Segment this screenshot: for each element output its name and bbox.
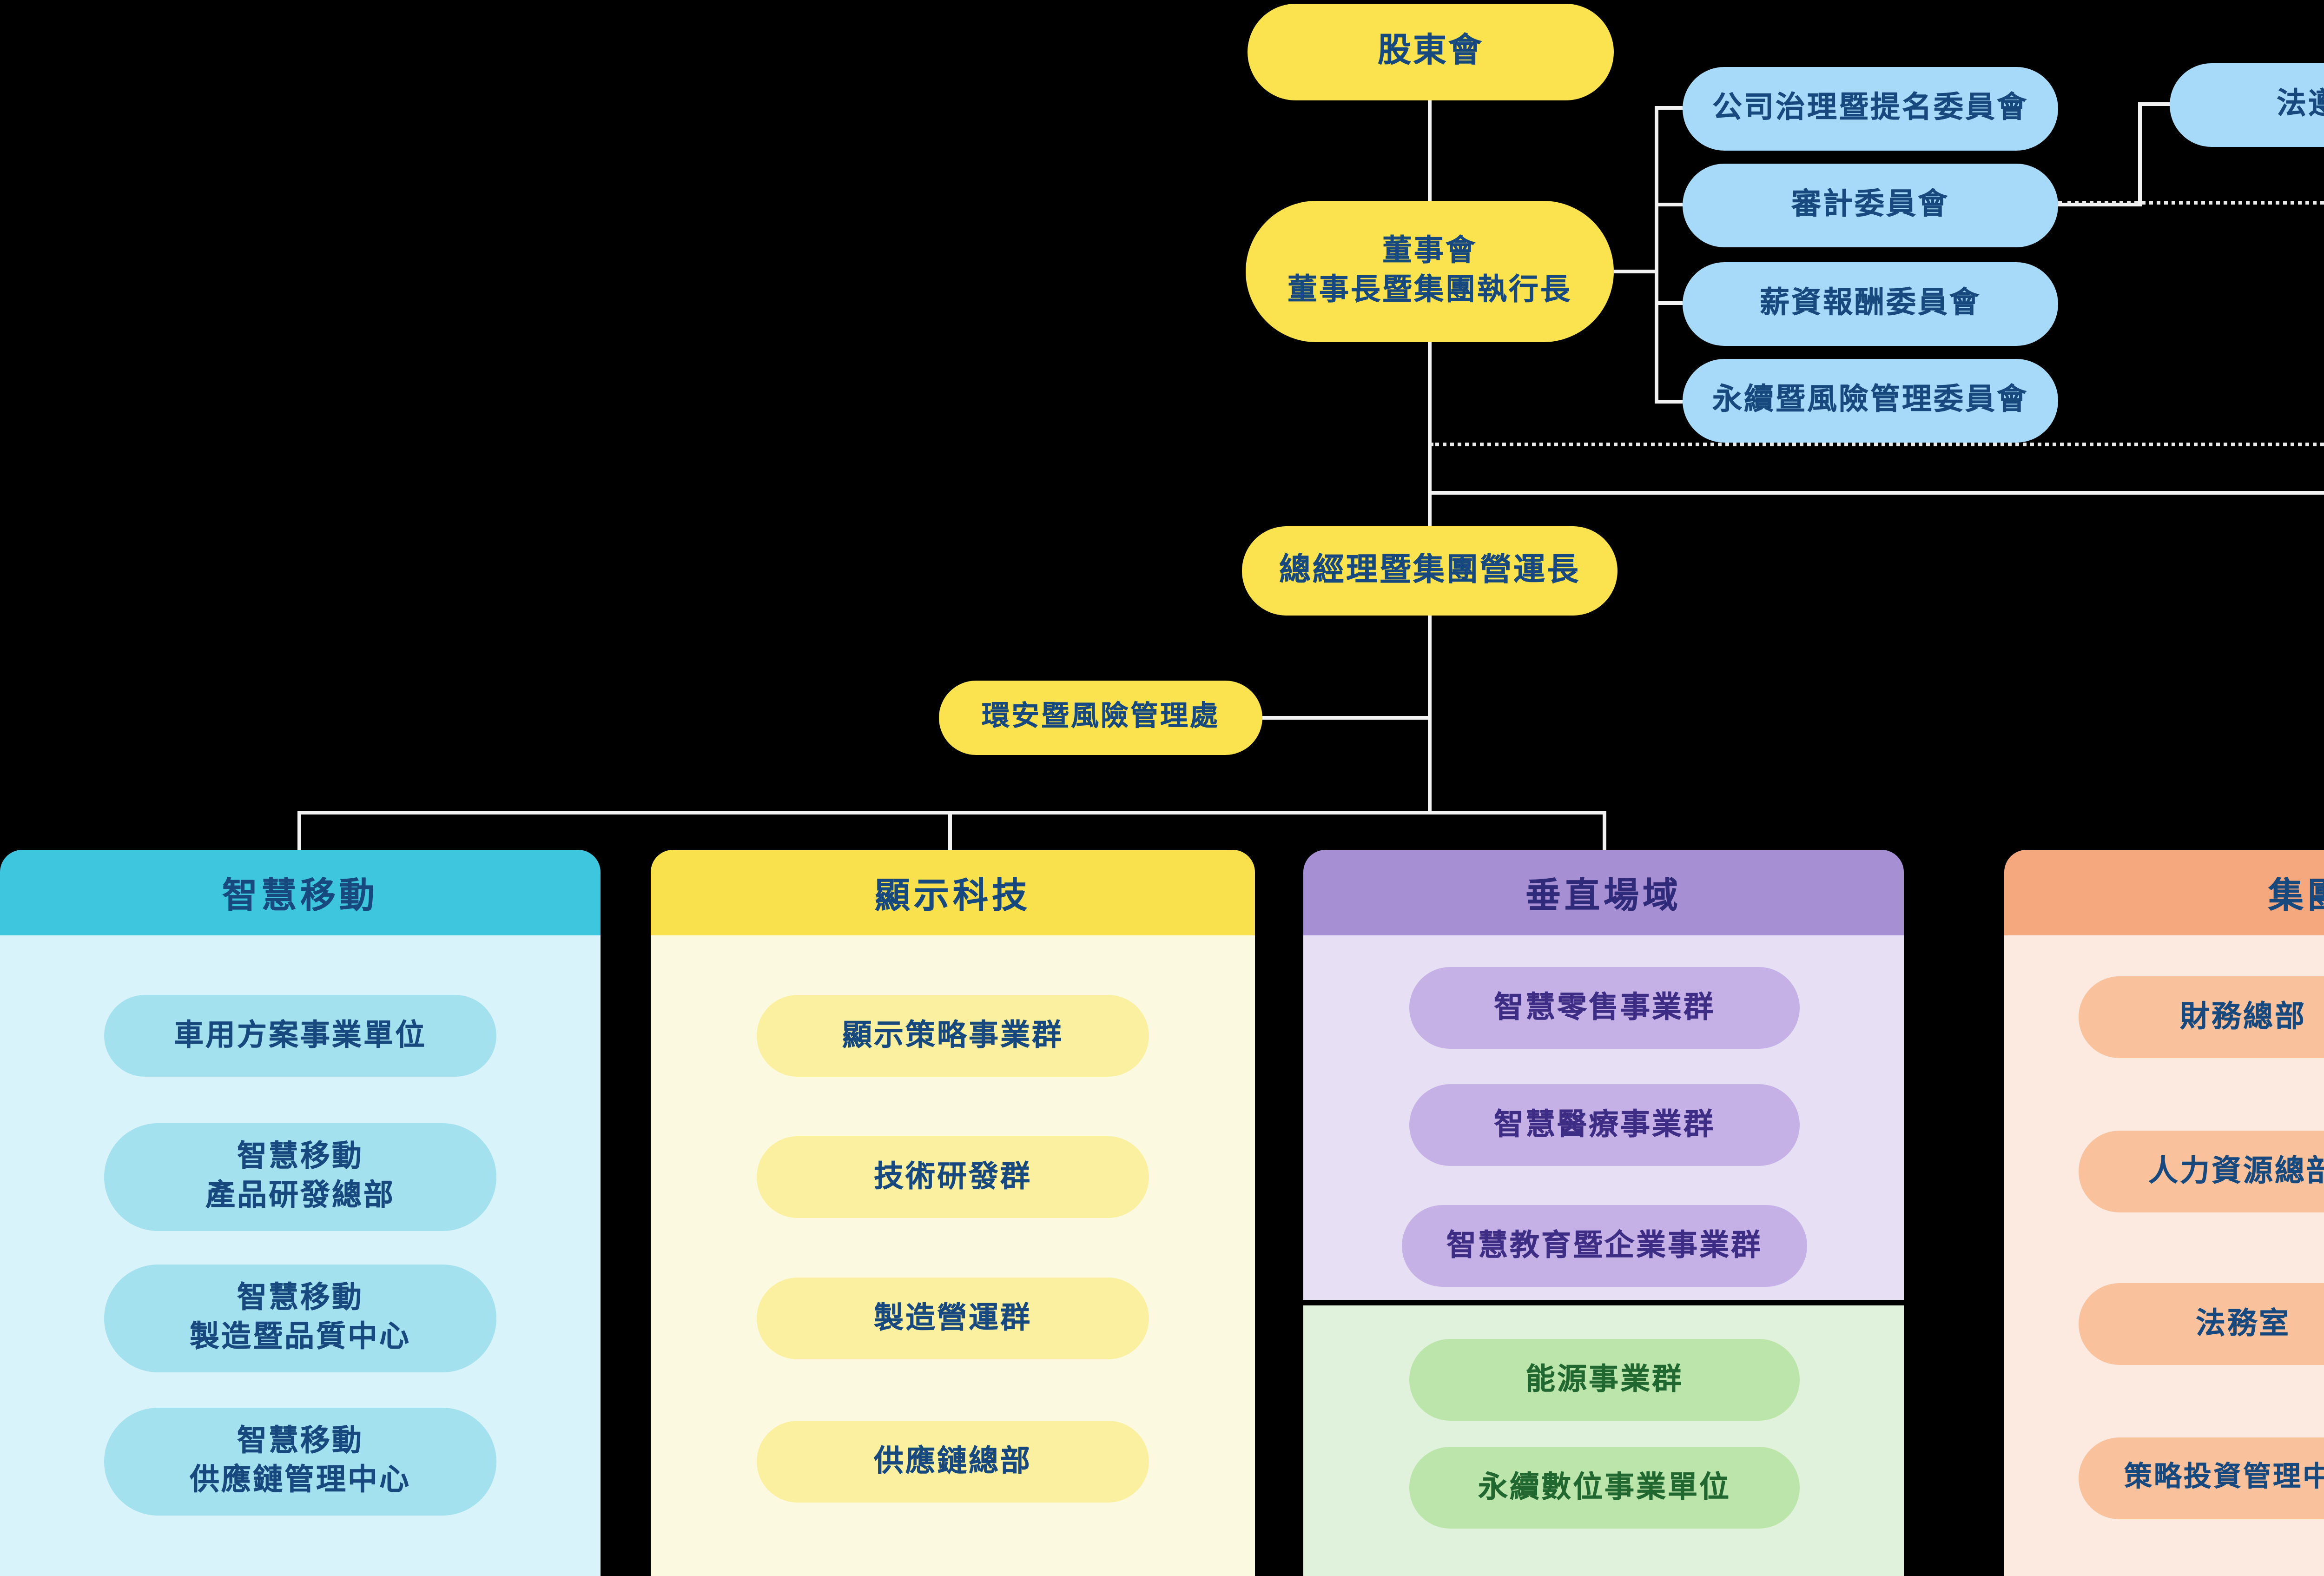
unit-strategic-investment: 策略投資管理中心 [2079, 1437, 2324, 1519]
node-shareholders-meeting: 股東會 [1248, 4, 1614, 100]
unit-mobility-product-rd: 智慧移動 產品研發總部 [104, 1123, 496, 1231]
unit-supply-chain-hq: 供應鏈總部 [757, 1421, 1149, 1503]
connector-drop-display-tech [948, 811, 952, 850]
unit-display-strategy: 顯示策略事業群 [757, 995, 1149, 1077]
unit-tech-rd: 技術研發群 [757, 1136, 1149, 1218]
unit-label-line2: 產品研發總部 [205, 1177, 395, 1212]
node-label: 環安暨風險管理處 [981, 700, 1220, 733]
connector-ehs-to-main [1262, 716, 1428, 720]
unit-label-line1: 智慧移動 [237, 1279, 363, 1315]
unit-label: 智慧醫療事業群 [1493, 1106, 1715, 1141]
group-smart-mobility-header: 智慧移動 [0, 850, 601, 935]
connector-drop-smart-mobility [297, 811, 301, 850]
node-ehs-risk-management: 環安暨風險管理處 [939, 681, 1262, 755]
connector-committee-3-stub [1655, 301, 1683, 305]
committee-corporate-governance-nomination: 公司治理暨提名委員會 [1683, 67, 2058, 151]
node-label-line2: 董事長暨集團執行長 [1287, 271, 1572, 307]
committee-label: 審計委員會 [1791, 186, 1949, 222]
unit-automotive-solutions: 車用方案事業單位 [104, 995, 496, 1077]
connector-committee-2-stub [1655, 203, 1683, 206]
unit-label: 能源事業群 [1525, 1360, 1684, 1396]
group-vertical-domains: 垂直場域 智慧零售事業群 智慧醫療事業群 智慧教育暨企業事業群 能源事業群 永續… [1303, 850, 1904, 1576]
connector-committee-1-stub [1655, 106, 1683, 110]
node-board-of-directors: 董事會 董事長暨集團執行長 [1246, 201, 1614, 342]
unit-label: 人力資源總部 [2148, 1152, 2324, 1188]
unit-smart-medical: 智慧醫療事業群 [1409, 1084, 1800, 1166]
unit-smart-education-enterprise: 智慧教育暨企業事業群 [1402, 1205, 1807, 1287]
unit-label: 供應鏈總部 [873, 1442, 1032, 1478]
unit-label-line2: 製造暨品質中心 [189, 1318, 411, 1354]
dotted-compliance-to-main [1430, 443, 2324, 446]
connector-groups-branch [297, 811, 1606, 814]
group-operations-support: 集團營運支援單位 財務總部 數位技術發展總部 人力資源總部 永續發展總部 法務室… [2004, 850, 2324, 1576]
committee-audit: 審計委員會 [1683, 164, 2058, 247]
node-president-group-coo: 總經理暨集團營運長 [1242, 526, 1618, 616]
connector-audit-to-compliance-h [2058, 203, 2142, 206]
unit-mobility-supply-chain: 智慧移動 供應鏈管理中心 [104, 1408, 496, 1516]
group-vertical-domains-header: 垂直場域 [1303, 850, 1904, 935]
group-title: 集團營運支援單位 [2268, 875, 2324, 916]
connector-board-to-committees [1614, 270, 1657, 273]
connector-drop-vertical-domains [1603, 811, 1606, 850]
unit-label: 智慧零售事業群 [1493, 988, 1715, 1024]
unit-label: 技術研發群 [873, 1158, 1032, 1193]
group-smart-mobility: 智慧移動 車用方案事業單位 智慧移動 產品研發總部 智慧移動 製造暨品質中心 智… [0, 850, 601, 1576]
committee-sustainability-risk: 永續暨風險管理委員會 [1683, 359, 2058, 443]
unit-label-line2: 供應鏈管理中心 [189, 1462, 411, 1497]
node-label-line1: 董事會 [1382, 232, 1477, 268]
unit-label: 顯示策略事業群 [842, 1016, 1063, 1052]
group-title: 顯示科技 [874, 875, 1031, 916]
committee-label: 薪資報酬委員會 [1759, 285, 1981, 320]
unit-label: 智慧教育暨企業事業群 [1446, 1226, 1763, 1262]
connector-board-to-president [1428, 342, 1432, 526]
group-title: 智慧移動 [222, 875, 378, 916]
unit-label-line1: 車用方案事業單位 [173, 1016, 427, 1052]
connector-board-to-support-h [1430, 491, 2324, 495]
unit-manufacturing-ops: 製造營運群 [757, 1278, 1149, 1359]
unit-label: 永續數位事業單位 [1478, 1468, 1731, 1504]
connector-committee-4-stub [1655, 400, 1683, 404]
unit-hr-hq: 人力資源總部 [2079, 1131, 2324, 1212]
group-display-technology-header: 顯示科技 [651, 850, 1255, 935]
committee-compensation: 薪資報酬委員會 [1683, 262, 2058, 346]
unit-label-line1: 智慧移動 [237, 1423, 363, 1458]
connector-compliance-stub [2138, 102, 2170, 106]
unit-label: 財務總部 [2179, 998, 2306, 1033]
group-title: 垂直場域 [1525, 875, 1682, 916]
unit-label: 策略投資管理中心 [2124, 1460, 2324, 1494]
node-chief-compliance-counsel: 法遵總顧問 [2170, 63, 2324, 147]
connector-president-down [1428, 616, 1432, 813]
unit-label: 製造營運群 [873, 1299, 1032, 1335]
connector-committees-spine [1655, 106, 1658, 404]
unit-mobility-mfg-quality: 智慧移動 製造暨品質中心 [104, 1265, 496, 1372]
connector-shareholders-to-board [1428, 100, 1432, 201]
node-label: 法遵總顧問 [2276, 86, 2324, 121]
unit-label: 法務室 [2195, 1305, 2291, 1340]
group-display-technology: 顯示科技 顯示策略事業群 技術研發群 製造營運群 供應鏈總部 [651, 850, 1255, 1576]
node-label: 總經理暨集團營運長 [1279, 552, 1580, 589]
dotted-audit-committee-right [2058, 201, 2324, 205]
connector-audit-to-compliance-v [2138, 102, 2142, 206]
unit-sustainable-digital: 永續數位事業單位 [1409, 1447, 1800, 1529]
unit-legal-office: 法務室 [2079, 1283, 2324, 1365]
node-label: 股東會 [1378, 32, 1484, 72]
group-operations-support-header: 集團營運支援單位 [2004, 850, 2324, 935]
committee-label: 公司治理暨提名委員會 [1712, 89, 2028, 125]
unit-label-line1: 智慧移動 [237, 1138, 363, 1174]
committee-label: 永續暨風險管理委員會 [1712, 381, 2028, 417]
unit-smart-retail: 智慧零售事業群 [1409, 967, 1800, 1049]
unit-finance-hq: 財務總部 [2079, 976, 2324, 1058]
unit-energy: 能源事業群 [1409, 1339, 1800, 1421]
